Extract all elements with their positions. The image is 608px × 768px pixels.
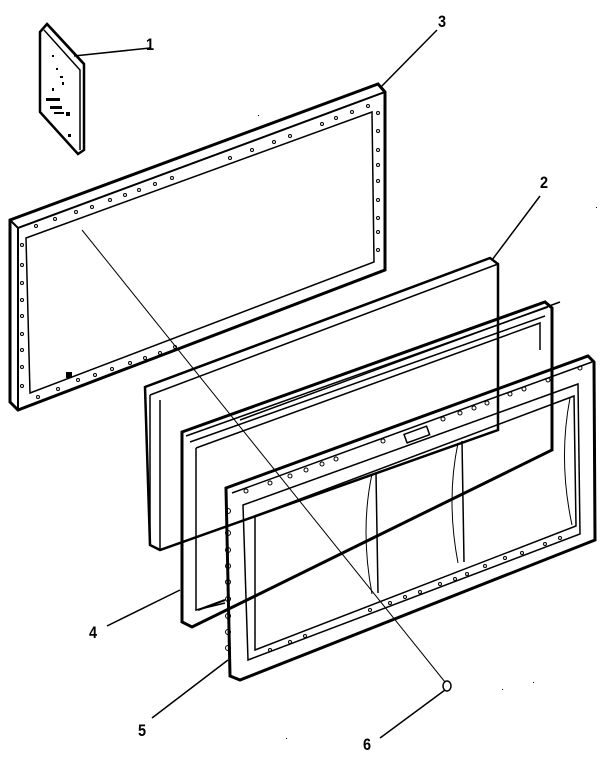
callout-6: 6 bbox=[363, 735, 372, 754]
callout-4: 4 bbox=[89, 623, 98, 642]
part-1-plate bbox=[38, 22, 151, 156]
callout-2: 2 bbox=[540, 173, 549, 192]
part-4-inner-liner bbox=[106, 300, 561, 629]
callout-5: 5 bbox=[138, 721, 147, 740]
callout-3: 3 bbox=[438, 12, 447, 31]
part-6-screw bbox=[81, 229, 452, 739]
callout-1: 1 bbox=[146, 35, 155, 54]
part-2-liner-block bbox=[143, 195, 541, 552]
part-3-outer-frame bbox=[8, 29, 438, 412]
part-5-door-panel bbox=[151, 354, 597, 719]
